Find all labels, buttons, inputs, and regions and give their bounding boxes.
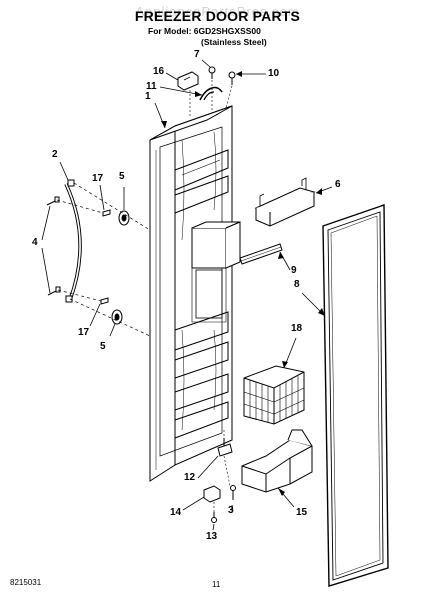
document-code: 8215031 — [10, 578, 42, 587]
callout-1: 1 — [145, 91, 151, 102]
bottom-hinge-pin — [217, 438, 233, 457]
callout-14: 14 — [170, 507, 182, 518]
callout-17-lower: 17 — [78, 327, 90, 338]
page-title: FREEZER DOOR PARTS — [134, 8, 301, 24]
callout-12: 12 — [184, 472, 196, 483]
dispenser-trim — [239, 243, 283, 265]
callout-11: 11 — [146, 81, 157, 92]
stud-lower — [100, 297, 109, 305]
callout-6: 6 — [335, 179, 341, 190]
spacer-lower — [111, 309, 123, 325]
wire-basket — [243, 365, 305, 425]
callout-5-lower: 5 — [100, 341, 106, 352]
door-shelf-bin — [254, 177, 316, 227]
callout-18: 18 — [291, 323, 303, 334]
callout-10: 10 — [268, 68, 280, 79]
callout-15: 15 — [296, 507, 308, 518]
hinge-bracket-14 — [203, 485, 221, 503]
callout-8: 8 — [294, 279, 300, 290]
screw-3 — [230, 485, 236, 500]
callout-4: 4 — [32, 237, 38, 248]
callout-13: 13 — [206, 531, 218, 542]
model-line: For Model: 6GD2SHGXSS00 — [148, 26, 261, 36]
callout-7: 7 — [194, 49, 200, 60]
finish-line: (Stainless Steel) — [201, 37, 267, 47]
freezer-door-panel — [149, 86, 241, 482]
stud-upper — [102, 209, 111, 217]
screw-13 — [211, 512, 217, 523]
door-handle — [64, 179, 82, 303]
door-gasket — [322, 204, 389, 587]
top-hinge-bushing — [177, 71, 199, 91]
handle-screw-lower — [47, 286, 61, 296]
callout-16: 16 — [153, 66, 165, 77]
callout-5-upper: 5 — [119, 171, 125, 182]
handle-screw-upper — [46, 196, 60, 206]
watermark-text: AppliancePartsPros.com — [135, 4, 300, 19]
page-number: 11 — [212, 580, 221, 589]
screw-top-7 — [208, 66, 216, 79]
spacer-upper — [118, 210, 130, 226]
callout-17-upper: 17 — [92, 173, 104, 184]
callout-2: 2 — [52, 149, 58, 160]
lower-door-bin — [241, 429, 313, 493]
screw-top-10 — [228, 71, 236, 85]
callout-3: 3 — [228, 505, 234, 516]
callout-9: 9 — [291, 265, 297, 276]
